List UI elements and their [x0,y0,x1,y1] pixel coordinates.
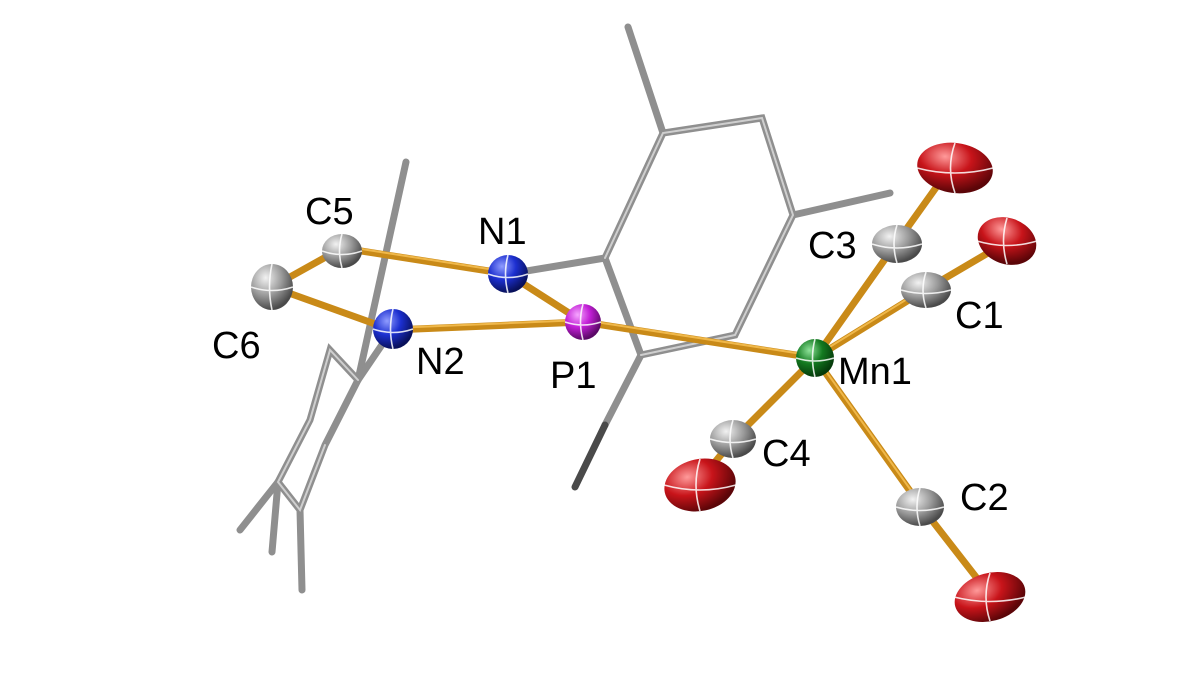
atom-labels: C5 C6 N1 N2 P1 C3 C1 Mn1 C4 C2 [212,191,1009,519]
methyl-stick [571,421,609,491]
methyl-stick [268,478,282,556]
label-mn1: Mn1 [838,351,912,393]
atom-c3 [871,224,923,264]
bond-n2-p1 [388,318,587,334]
atom-mn1 [795,338,835,378]
label-c6: C6 [212,325,261,367]
bond-p1-mn1 [579,318,819,362]
bond-highlight [582,319,816,357]
label-p1: P1 [550,355,596,397]
atom-c2 [895,487,945,527]
label-n1: N1 [478,211,527,253]
atom-c4 [709,419,757,459]
aryl-ring-left [273,343,362,518]
bond-mn1-c2 [811,354,924,509]
atom-n1 [487,254,529,294]
ring-highlight [604,116,795,356]
methyl-stick [789,189,894,219]
label-n2: N2 [416,341,465,383]
atom-o-c2 [953,572,1027,622]
bond-highlight [341,245,509,273]
atom-c5 [321,233,363,269]
ring-highlight [276,348,359,513]
methyl-stick [236,478,282,534]
label-c4: C4 [762,433,811,475]
atom-o-c1 [976,217,1038,265]
label-c5: C5 [305,191,354,233]
atom-n2 [372,308,414,350]
methyl-stick [354,158,410,384]
atom-o-c4 [663,458,737,512]
label-c1: C1 [955,295,1004,337]
atom-c1 [900,271,952,309]
bond-mn1-c3 [811,241,899,362]
methyl-stick [624,23,667,137]
mesityl-ring-right [601,114,797,360]
bond-c5-n1 [338,244,512,278]
methyl-stick [601,351,645,429]
atoms [250,142,1038,622]
atom-o-c3 [916,142,994,194]
label-c3: C3 [808,225,857,267]
label-c2: C2 [960,477,1009,519]
atom-p1 [564,303,602,341]
bond-highlight [814,355,921,504]
bond-c6-n2 [268,283,396,334]
bond-highlight [391,319,584,329]
methyl-stick [296,506,306,594]
atom-c6 [250,263,294,311]
